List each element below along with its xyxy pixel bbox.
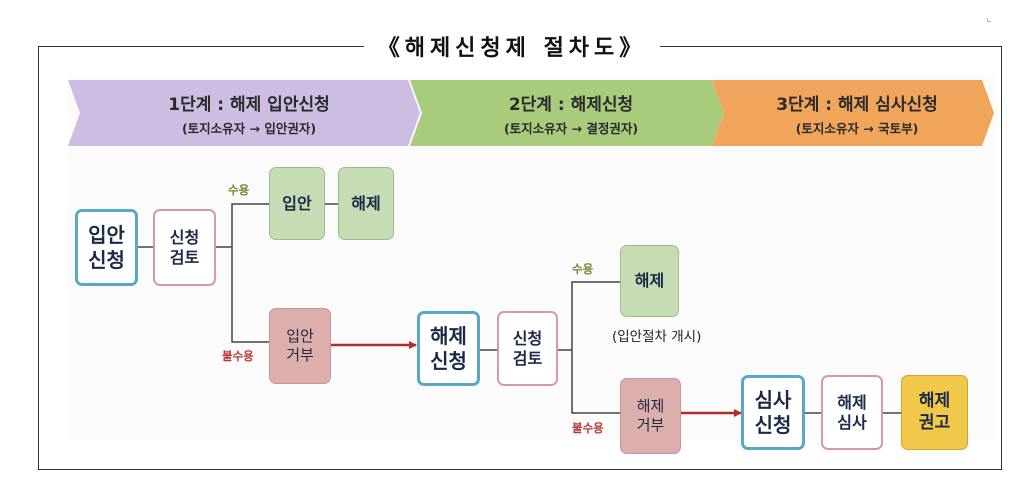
corner-mark: ⌞ <box>986 10 992 24</box>
procedure-start-note: (입안절차 개시) <box>612 329 702 345</box>
stage-1-title: 1단계 : 해제 입안신청 <box>168 94 330 115</box>
stage-2-banner <box>410 80 724 146</box>
release-node-2: 해제 <box>620 245 679 317</box>
branch-2 <box>571 281 620 414</box>
accept-label-1: 수용 <box>228 183 250 197</box>
stage-1-banner <box>68 80 420 146</box>
release-node-1: 해제 <box>338 167 394 240</box>
reject-label-1: 불수용 <box>222 349 254 363</box>
accept-label-2: 수용 <box>572 262 594 276</box>
release-recommendation-node: 해제 권고 <box>901 375 968 450</box>
branch-1 <box>231 203 269 343</box>
accept-planning-node: 입안 <box>269 167 325 240</box>
reject-planning-node: 입안 거부 <box>269 308 331 384</box>
reject-label-2: 불수용 <box>572 421 604 435</box>
stage-2-title: 2단계 : 해제신청 <box>508 94 634 115</box>
stage-3: 3단계 : 해제 심사신청 (토지소유자 → 국토부) <box>726 80 988 146</box>
stage-3-subtitle: (토지소유자 → 국토부) <box>795 120 919 136</box>
stage-2: 2단계 : 해제신청 (토지소유자 → 결정권자) <box>426 80 716 146</box>
stage-3-title: 3단계 : 해제 심사신청 <box>776 94 938 115</box>
stage-2-subtitle: (토지소유자 → 결정권자) <box>503 120 639 136</box>
review-application-node-1: 신청 검토 <box>153 209 216 286</box>
apply-release-node: 해제 신청 <box>417 311 480 386</box>
stage-1-subtitle: (토지소유자 → 입안권자) <box>181 120 317 136</box>
apply-review-node: 심사 신청 <box>741 375 805 450</box>
stage-3-banner <box>712 80 994 146</box>
reject-release-node: 해제 거부 <box>620 378 681 454</box>
review-application-node-2: 신청 검토 <box>497 311 558 386</box>
release-review-node: 해제 심사 <box>821 375 883 450</box>
stage-1: 1단계 : 해제 입안신청 (토지소유자 → 입안권자) <box>84 80 414 146</box>
diagram-title: 《해제신청제 절차도》 <box>363 30 661 62</box>
apply-planning-node: 입안 신청 <box>75 209 138 286</box>
